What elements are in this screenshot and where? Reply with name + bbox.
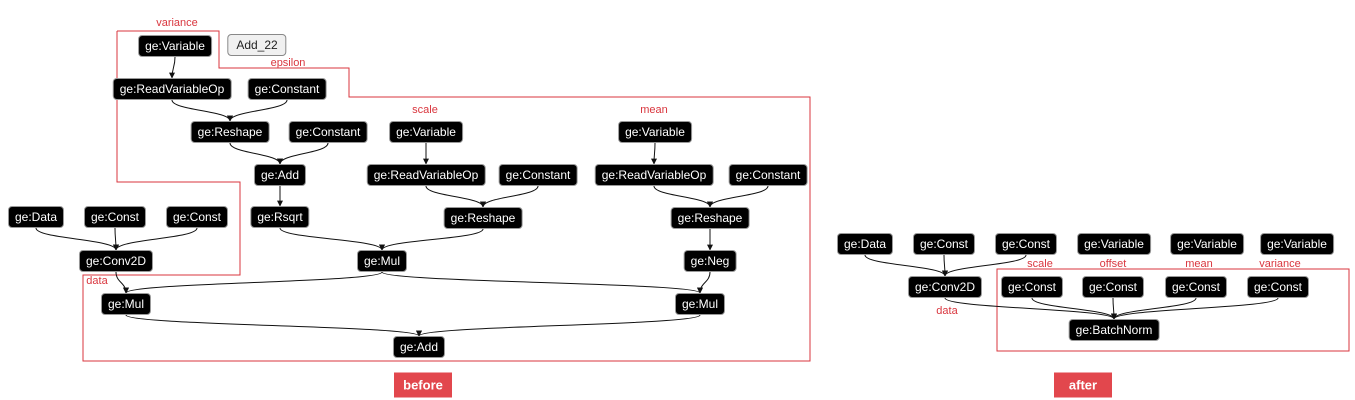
- edge-after-data-conv: [864, 254, 948, 277]
- edge-after-variance-bn: [1111, 297, 1279, 320]
- node-add[interactable]: ge:Add: [253, 164, 307, 186]
- edge-after-const2-conv: [942, 254, 1027, 277]
- after-node-variable1[interactable]: ge:Variable: [1077, 233, 1151, 255]
- edge-mul-center-left: [123, 271, 383, 294]
- edge-eps-reshape: [227, 99, 288, 122]
- edge-after-conv-bn: [944, 297, 1117, 320]
- node-mul-center[interactable]: ge:Mul: [356, 250, 408, 272]
- edge-rsqrt-mul: [279, 227, 385, 251]
- edge-reshape-add: [229, 142, 283, 165]
- node-var-variable[interactable]: ge:Variable: [138, 35, 212, 57]
- after-label-scale: scale: [1027, 258, 1053, 270]
- edge-after-mean-bn: [1111, 297, 1197, 320]
- after-label-offset: offset: [1099, 258, 1127, 270]
- after-node-const1[interactable]: ge:Const: [912, 233, 976, 255]
- node-mul-right[interactable]: ge:Mul: [674, 293, 726, 315]
- variance-region-outline: [82, 30, 811, 362]
- edge-const2-add: [277, 142, 329, 165]
- edge-var-var-read: [169, 56, 176, 79]
- edge-mul-right-add: [416, 314, 701, 337]
- node-neg[interactable]: ge:Neg: [683, 250, 737, 272]
- node-mean-reshape[interactable]: ge:Reshape: [670, 207, 750, 229]
- after-node-const-variance[interactable]: ge:Const: [1246, 276, 1310, 298]
- edge-neg-mul-right: [697, 271, 711, 294]
- node-const2[interactable]: ge:Const: [165, 206, 229, 228]
- node-conv2d[interactable]: ge:Conv2D: [78, 250, 154, 272]
- edge-const2-conv: [113, 227, 198, 251]
- node-scale-variable[interactable]: ge:Variable: [389, 121, 463, 143]
- edge-conv-mul-left: [115, 271, 129, 294]
- node-scale-reshape[interactable]: ge:Reshape: [443, 207, 523, 229]
- after-node-batchnorm[interactable]: ge:BatchNorm: [1068, 319, 1160, 341]
- label-mean: mean: [640, 104, 668, 116]
- after-node-data[interactable]: ge:Data: [836, 233, 894, 255]
- edge-mean-read-reshape: [653, 185, 713, 208]
- label-variance: variance: [156, 17, 198, 29]
- edge-after-const1-conv: [941, 254, 948, 277]
- after-node-const-offset[interactable]: ge:Const: [1081, 276, 1145, 298]
- edge-var-read-reshape: [171, 99, 233, 122]
- edge-scale-const-reshape: [480, 185, 539, 208]
- node-const1[interactable]: ge:Const: [83, 206, 147, 228]
- after-label-data: data: [936, 305, 958, 317]
- node-rsqrt[interactable]: ge:Rsqrt: [250, 206, 310, 228]
- node-mul-left[interactable]: ge:Mul: [100, 293, 152, 315]
- label-data: data: [86, 275, 108, 287]
- label-epsilon: epsilon: [270, 57, 306, 69]
- node-mean-variable[interactable]: ge:Variable: [618, 121, 692, 143]
- label-scale: scale: [412, 104, 438, 116]
- node-data[interactable]: ge:Data: [7, 206, 65, 228]
- node-mean-read[interactable]: ge:ReadVariableOp: [594, 164, 714, 186]
- edge-const1-conv: [112, 227, 119, 251]
- edge-scale-read-reshape: [425, 185, 486, 208]
- node-var-reshape[interactable]: ge:Reshape: [190, 121, 270, 143]
- edge-mul-left-add: [125, 314, 422, 337]
- edge-mul-center-right: [381, 271, 703, 294]
- node-mean-constant[interactable]: ge:Constant: [728, 164, 808, 186]
- node-var-read[interactable]: ge:ReadVariableOp: [112, 78, 232, 100]
- edge-mean-const-reshape: [707, 185, 769, 208]
- after-label-mean: mean: [1185, 258, 1213, 270]
- after-node-const-scale[interactable]: ge:Const: [1000, 276, 1064, 298]
- after-node-variable3[interactable]: ge:Variable: [1260, 233, 1334, 255]
- after-node-const2[interactable]: ge:Const: [994, 233, 1058, 255]
- after-label-variance: variance: [1259, 258, 1301, 270]
- edge-mean-var-read: [651, 142, 658, 165]
- after-caption-badge: after: [1054, 372, 1112, 398]
- node-var-constant2[interactable]: ge:Constant: [288, 121, 368, 143]
- node-eps-constant[interactable]: ge:Constant: [247, 78, 327, 100]
- after-region-outline: [996, 268, 1350, 352]
- node-scale-constant[interactable]: ge:Constant: [498, 164, 578, 186]
- node-scale-read[interactable]: ge:ReadVariableOp: [366, 164, 486, 186]
- edge-scale-reshape-mul: [379, 228, 484, 251]
- edge-after-offset-bn: [1110, 297, 1117, 320]
- after-node-variable2[interactable]: ge:Variable: [1170, 233, 1244, 255]
- node-add-final[interactable]: ge:Add: [392, 336, 446, 358]
- before-caption-badge: before: [394, 372, 452, 398]
- edges-group: [35, 56, 1279, 337]
- after-node-const-mean[interactable]: ge:Const: [1164, 276, 1228, 298]
- node-add22[interactable]: Add_22: [227, 34, 287, 56]
- edge-data-conv: [35, 227, 119, 251]
- edge-after-scale-bn: [1031, 297, 1117, 320]
- after-node-conv2d[interactable]: ge:Conv2D: [907, 276, 983, 298]
